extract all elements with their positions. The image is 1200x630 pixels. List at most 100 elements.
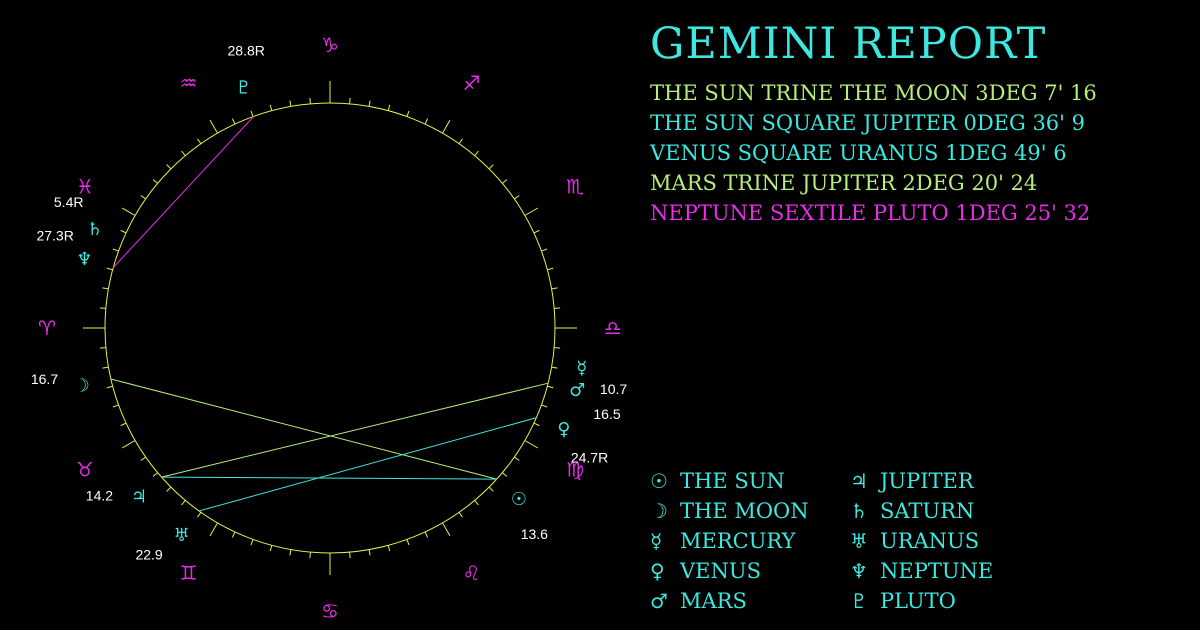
saturn-planet-icon: ♄ xyxy=(87,219,103,240)
page-title: GEMINI REPORT xyxy=(650,19,1047,69)
tick-mark xyxy=(554,347,561,349)
tick-mark xyxy=(99,307,106,309)
degree-label-mercury: 10.7 xyxy=(600,381,627,397)
tick-mark xyxy=(269,545,273,552)
planet-legend: ☉ THE SUN ♃JUPITER ☽ THE MOON ♄SATURN ☿ MERCURY… xyxy=(650,466,1010,616)
tick-mark xyxy=(368,100,371,107)
tick-mark xyxy=(547,267,554,271)
legend-label: MERCURY xyxy=(680,529,796,553)
tick-mark xyxy=(474,500,479,506)
tick-mark xyxy=(406,110,410,117)
tick-mark xyxy=(102,366,109,369)
tick-mark xyxy=(166,164,172,170)
tick-mark xyxy=(387,545,391,552)
legend-item: ♂ MARS xyxy=(650,586,850,616)
tick-mark xyxy=(152,179,158,184)
legend-item: ♀VENUS xyxy=(650,556,850,586)
tick-mark xyxy=(231,531,236,538)
aspect-item: VENUS SQUARE URANUS 1DEG 49' 6 xyxy=(650,141,1067,165)
aries-sign-icon: ♈ xyxy=(38,316,56,340)
tick-mark xyxy=(554,307,561,309)
legend-label: PLUTO xyxy=(880,589,956,613)
tick-mark xyxy=(197,138,202,144)
mars-icon: ♂ xyxy=(650,589,668,613)
capricorn-sign-icon: ♑ xyxy=(321,33,339,57)
tick-mark xyxy=(424,118,429,125)
legend-item: ♆ NEPTUNE xyxy=(850,556,1010,586)
sextile-aspect-line xyxy=(112,115,255,268)
neptune-icon: ♆ xyxy=(850,559,868,583)
tick-mark xyxy=(140,195,146,200)
degree-label-venus: 24.7R xyxy=(571,449,608,465)
gemini-sign-icon: ♊ xyxy=(180,561,198,585)
moon-planet-icon: ☽ xyxy=(74,375,90,396)
tick-mark xyxy=(250,110,254,117)
tick-mark xyxy=(106,267,113,271)
legend-item: ☉ THE SUN xyxy=(650,466,850,496)
degree-label-moon: 16.7 xyxy=(31,371,58,387)
tick-mark xyxy=(474,150,479,156)
sun-icon: ☉ xyxy=(650,469,668,493)
legend-label: MARS xyxy=(680,589,747,613)
tick-mark xyxy=(551,366,558,369)
legend-label: THE MOON xyxy=(680,499,809,523)
tick-mark xyxy=(349,97,351,104)
tick-mark xyxy=(120,422,127,427)
degree-label-uranus: 22.9 xyxy=(135,547,162,563)
tick-mark xyxy=(166,486,172,492)
moon-icon: ☽ xyxy=(650,499,668,523)
tick-mark xyxy=(269,104,273,111)
degree-label-saturn: 5.4R xyxy=(54,194,84,210)
legend-label: THE SUN xyxy=(680,469,785,493)
tick-mark xyxy=(442,119,451,134)
tick-mark xyxy=(106,385,113,389)
tick-mark xyxy=(514,456,520,461)
tick-mark xyxy=(209,119,218,134)
scorpio-sign-icon: ♏ xyxy=(566,175,584,199)
tick-mark xyxy=(289,549,292,556)
neptune-planet-icon: ♆ xyxy=(76,249,92,270)
tick-mark xyxy=(112,404,119,408)
taurus-sign-icon: ♉ xyxy=(76,458,94,482)
legend-item: ☿ MERCURY xyxy=(650,526,850,556)
legend-item: ♄SATURN xyxy=(850,496,1010,526)
tick-mark xyxy=(99,347,106,349)
tick-mark xyxy=(541,404,548,408)
pisces-sign-icon: ♓ xyxy=(76,175,94,199)
tick-mark xyxy=(488,486,494,492)
legend-item: ☽ THE MOON xyxy=(650,496,850,526)
tick-mark xyxy=(442,522,451,537)
legend-item: ♅URANUS xyxy=(850,526,1010,556)
mercury-icon: ☿ xyxy=(650,529,663,553)
sun-planet-icon: ☉ xyxy=(511,489,527,510)
tick-mark xyxy=(524,207,539,216)
tick-mark xyxy=(514,195,520,200)
legend-item: ♇ PLUTO xyxy=(850,586,1010,616)
tick-mark xyxy=(112,248,119,252)
tick-mark xyxy=(289,100,292,107)
venus-planet-icon: ♀ xyxy=(557,419,570,440)
tick-mark xyxy=(209,522,218,537)
tick-mark xyxy=(349,552,351,559)
wheel-circle xyxy=(104,102,556,554)
uranus-planet-icon: ♅ xyxy=(173,525,189,546)
sagittarius-sign-icon: ♐ xyxy=(463,71,481,95)
pluto-planet-icon: ♇ xyxy=(236,78,252,99)
tick-mark xyxy=(458,138,463,144)
tick-mark xyxy=(541,248,548,252)
tick-mark xyxy=(547,385,554,389)
degree-label-neptune: 27.3R xyxy=(36,228,73,244)
legend-label: NEPTUNE xyxy=(880,559,994,583)
tick-mark xyxy=(524,440,539,449)
degree-label-mars: 16.5 xyxy=(593,406,620,422)
legend-label: JUPITER xyxy=(880,469,974,493)
zodiac-wheel: ♈♉♊♋♌♍♎♏♐♑♒♓☉13.6☽16.7☿10.7♀24.7R♂16.5♃♄… xyxy=(31,33,628,623)
mercury-planet-icon: ☿ xyxy=(576,358,587,379)
tick-mark xyxy=(120,229,127,234)
tick-mark xyxy=(533,229,540,234)
square-aspect-line xyxy=(198,417,537,512)
legend-item: ♃JUPITER xyxy=(850,466,1010,496)
pluto-icon: ♇ xyxy=(850,589,868,613)
cancer-sign-icon: ♋ xyxy=(321,599,339,623)
tick-mark xyxy=(406,539,410,546)
